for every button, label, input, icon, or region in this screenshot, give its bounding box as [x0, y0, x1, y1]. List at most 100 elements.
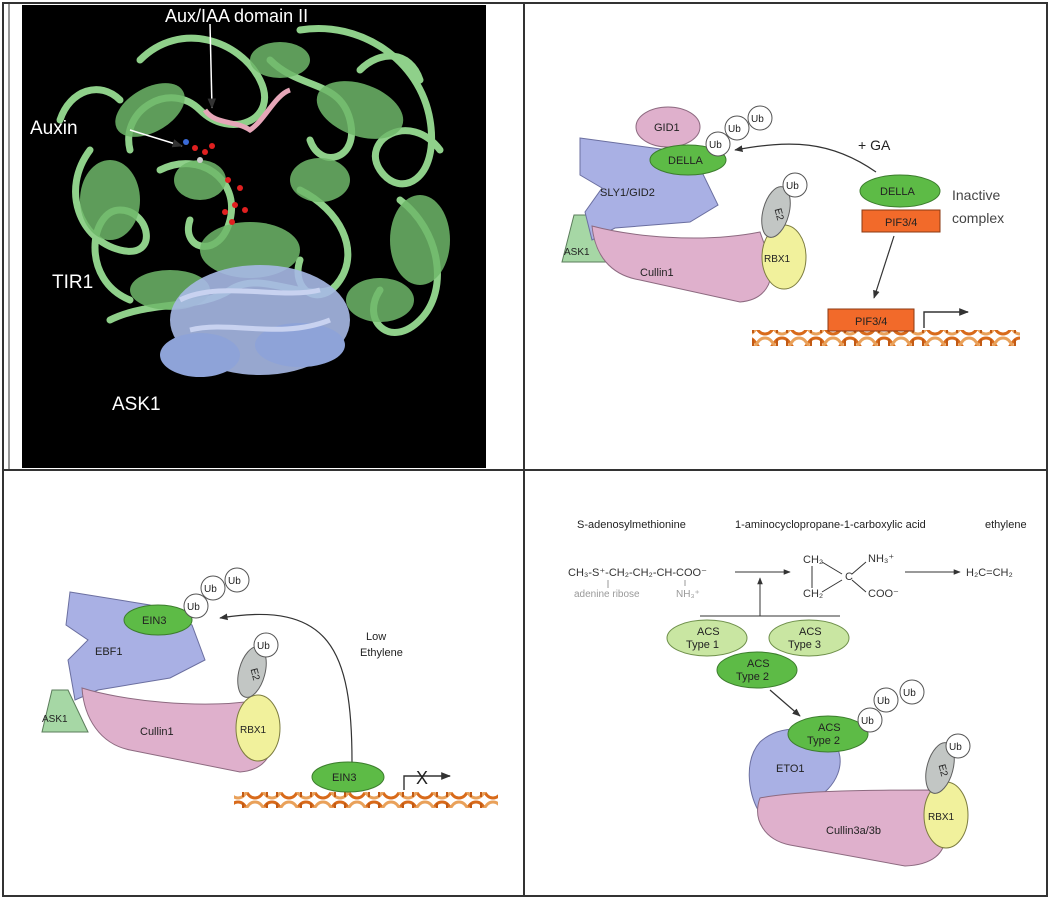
ub-chain-3: [747, 105, 773, 131]
acc-ch2-top: CH₂: [803, 554, 823, 566]
acs-type3-l1: ACS: [799, 626, 822, 638]
rbx1-label-c: RBX1: [240, 725, 267, 736]
ask1-label: ASK1: [564, 247, 590, 258]
eto1-label: ETO1: [776, 763, 805, 775]
ub-chain-c-3: [224, 567, 250, 593]
della-bound-label: DELLA: [668, 155, 704, 167]
plus-ga-label: + GA: [858, 137, 891, 153]
ring-bond-3: [821, 579, 843, 593]
low-label: Low: [366, 631, 386, 643]
rbx1-label-d: RBX1: [928, 812, 955, 823]
label-tir1: TIR1: [52, 272, 93, 293]
ub-chain-c-1: [183, 593, 209, 619]
ub-chain-2: [724, 115, 750, 141]
ligand-atoms: [183, 139, 248, 225]
ub-e2-c: [253, 632, 279, 658]
acc-nh3: NH₃⁺: [868, 553, 894, 565]
acs-type1: [666, 619, 748, 657]
ask1-shape-c: [41, 689, 89, 733]
acs-type2-bound: [787, 715, 869, 753]
ebf1-label: EBF1: [95, 646, 123, 658]
label-ask1: ASK1: [112, 394, 161, 415]
sly1-gid2-label: SLY1/GID2: [600, 187, 655, 199]
ring-bond-4: [851, 561, 867, 575]
ga-arrow: [734, 143, 877, 173]
acc-c: C: [845, 571, 853, 583]
auxin-pointer: [129, 129, 184, 148]
cullin3-label: Cullin3a/3b: [826, 825, 881, 837]
ub-chain-d-1-label: Ub: [861, 716, 874, 727]
rbx1-label: RBX1: [764, 254, 791, 265]
dna-c: [234, 792, 498, 808]
ub-chain-d-2-label: Ub: [877, 696, 890, 707]
transcription-arrow-b: [923, 308, 969, 328]
cullin1-shape: [591, 225, 772, 303]
della-free-shape: [859, 174, 941, 208]
della-bound-shape: [649, 144, 727, 176]
ub-chain-d-3: [899, 679, 925, 705]
ub-chain-1: [705, 131, 731, 157]
pif-complex-label: PIF3/4: [885, 217, 917, 229]
blocked-mark: X: [416, 768, 428, 788]
acc-title: 1-aminocyclopropane-1-carboxylic acid: [735, 519, 926, 531]
label-aux-iaa-domain: Aux/IAA domain II: [165, 6, 308, 26]
ub-chain-c-1-label: Ub: [187, 602, 200, 613]
della-free-label: DELLA: [880, 186, 916, 198]
ein3-dna-label: EIN3: [332, 772, 356, 784]
cullin1-label: Cullin1: [640, 267, 674, 279]
ethylene-title: ethylene: [985, 519, 1027, 531]
transcription-arrow-c: [403, 772, 451, 790]
ask1-ribbon: [160, 265, 350, 377]
acs-type2-l1: ACS: [747, 658, 770, 670]
ub-chain-2-label: Ub: [728, 124, 741, 135]
acs-type2-bound-l2: Type 2: [807, 735, 840, 747]
sam-formula: CH₃-S⁺-CH₂-CH₂-CH-COO⁻: [568, 567, 707, 579]
ethylene-formula: H₂C=CH₂: [966, 567, 1013, 579]
ub-chain-3-label: Ub: [751, 114, 764, 125]
ub-chain-d-2: [873, 687, 899, 713]
ring-bond-5: [851, 579, 867, 593]
sam-title: S-adenosylmethionine: [577, 519, 686, 531]
rbx1-shape-c: [235, 694, 281, 762]
ub-chain-d-3-label: Ub: [903, 688, 916, 699]
pif-complex-shape: [861, 209, 941, 233]
low-ethylene-arrow: [219, 613, 353, 763]
e2-label-d: E2: [936, 763, 950, 778]
ub-chain-c-3-label: Ub: [228, 576, 241, 587]
release-arrow: [873, 235, 895, 299]
panel-b-gibberellin: ASK1 SLY1/GID2 Cullin1 RBX1 E2 Ub GID1 D…: [561, 105, 1020, 346]
e2-label: E2: [772, 207, 786, 222]
ask1-label-c: ASK1: [42, 714, 68, 725]
inactive-label-1: Inactive: [952, 187, 1000, 203]
panel-a-structure: Aux/IAA domain II Auxin TIR1 ASK1: [22, 5, 486, 468]
aux-domain-pointer: [207, 23, 216, 110]
sam-nh3: NH₃⁺: [676, 589, 700, 600]
ub-e2-d: [945, 733, 971, 759]
cullin1-label-c: Cullin1: [140, 726, 174, 738]
panel-c-ethylene: ASK1 EBF1 Cullin1 RBX1 E2 Ub EIN3 Ub Ub …: [41, 567, 498, 808]
ein3-dna-shape: [311, 761, 385, 793]
ub-chain-1-label: Ub: [709, 140, 722, 151]
acs-type1-l1: ACS: [697, 626, 720, 638]
label-auxin: Auxin: [30, 118, 78, 139]
ein3-bound-shape: [123, 604, 193, 636]
ring-bond-2: [821, 561, 843, 575]
acc-coo: COO⁻: [868, 588, 899, 600]
gid1-label: GID1: [654, 122, 680, 134]
acs-type3: [768, 619, 850, 657]
pif-dna-label: PIF3/4: [855, 316, 887, 328]
acs-type2: [716, 651, 798, 689]
ein3-bound-label: EIN3: [142, 615, 166, 627]
acs-type2-bound-l1: ACS: [818, 722, 841, 734]
ethylene-label: Ethylene: [360, 647, 403, 659]
acs-type3-l2: Type 3: [788, 639, 821, 651]
pif-dna-shape: [827, 308, 915, 332]
ub-chain-d-1: [857, 707, 883, 733]
ub-e2-c-label: Ub: [257, 641, 270, 652]
adenine-label: adenine ribose: [574, 589, 640, 600]
dna-b: [752, 330, 1020, 346]
ub-e2-circle: [782, 172, 808, 198]
inactive-label-2: complex: [952, 210, 1004, 226]
